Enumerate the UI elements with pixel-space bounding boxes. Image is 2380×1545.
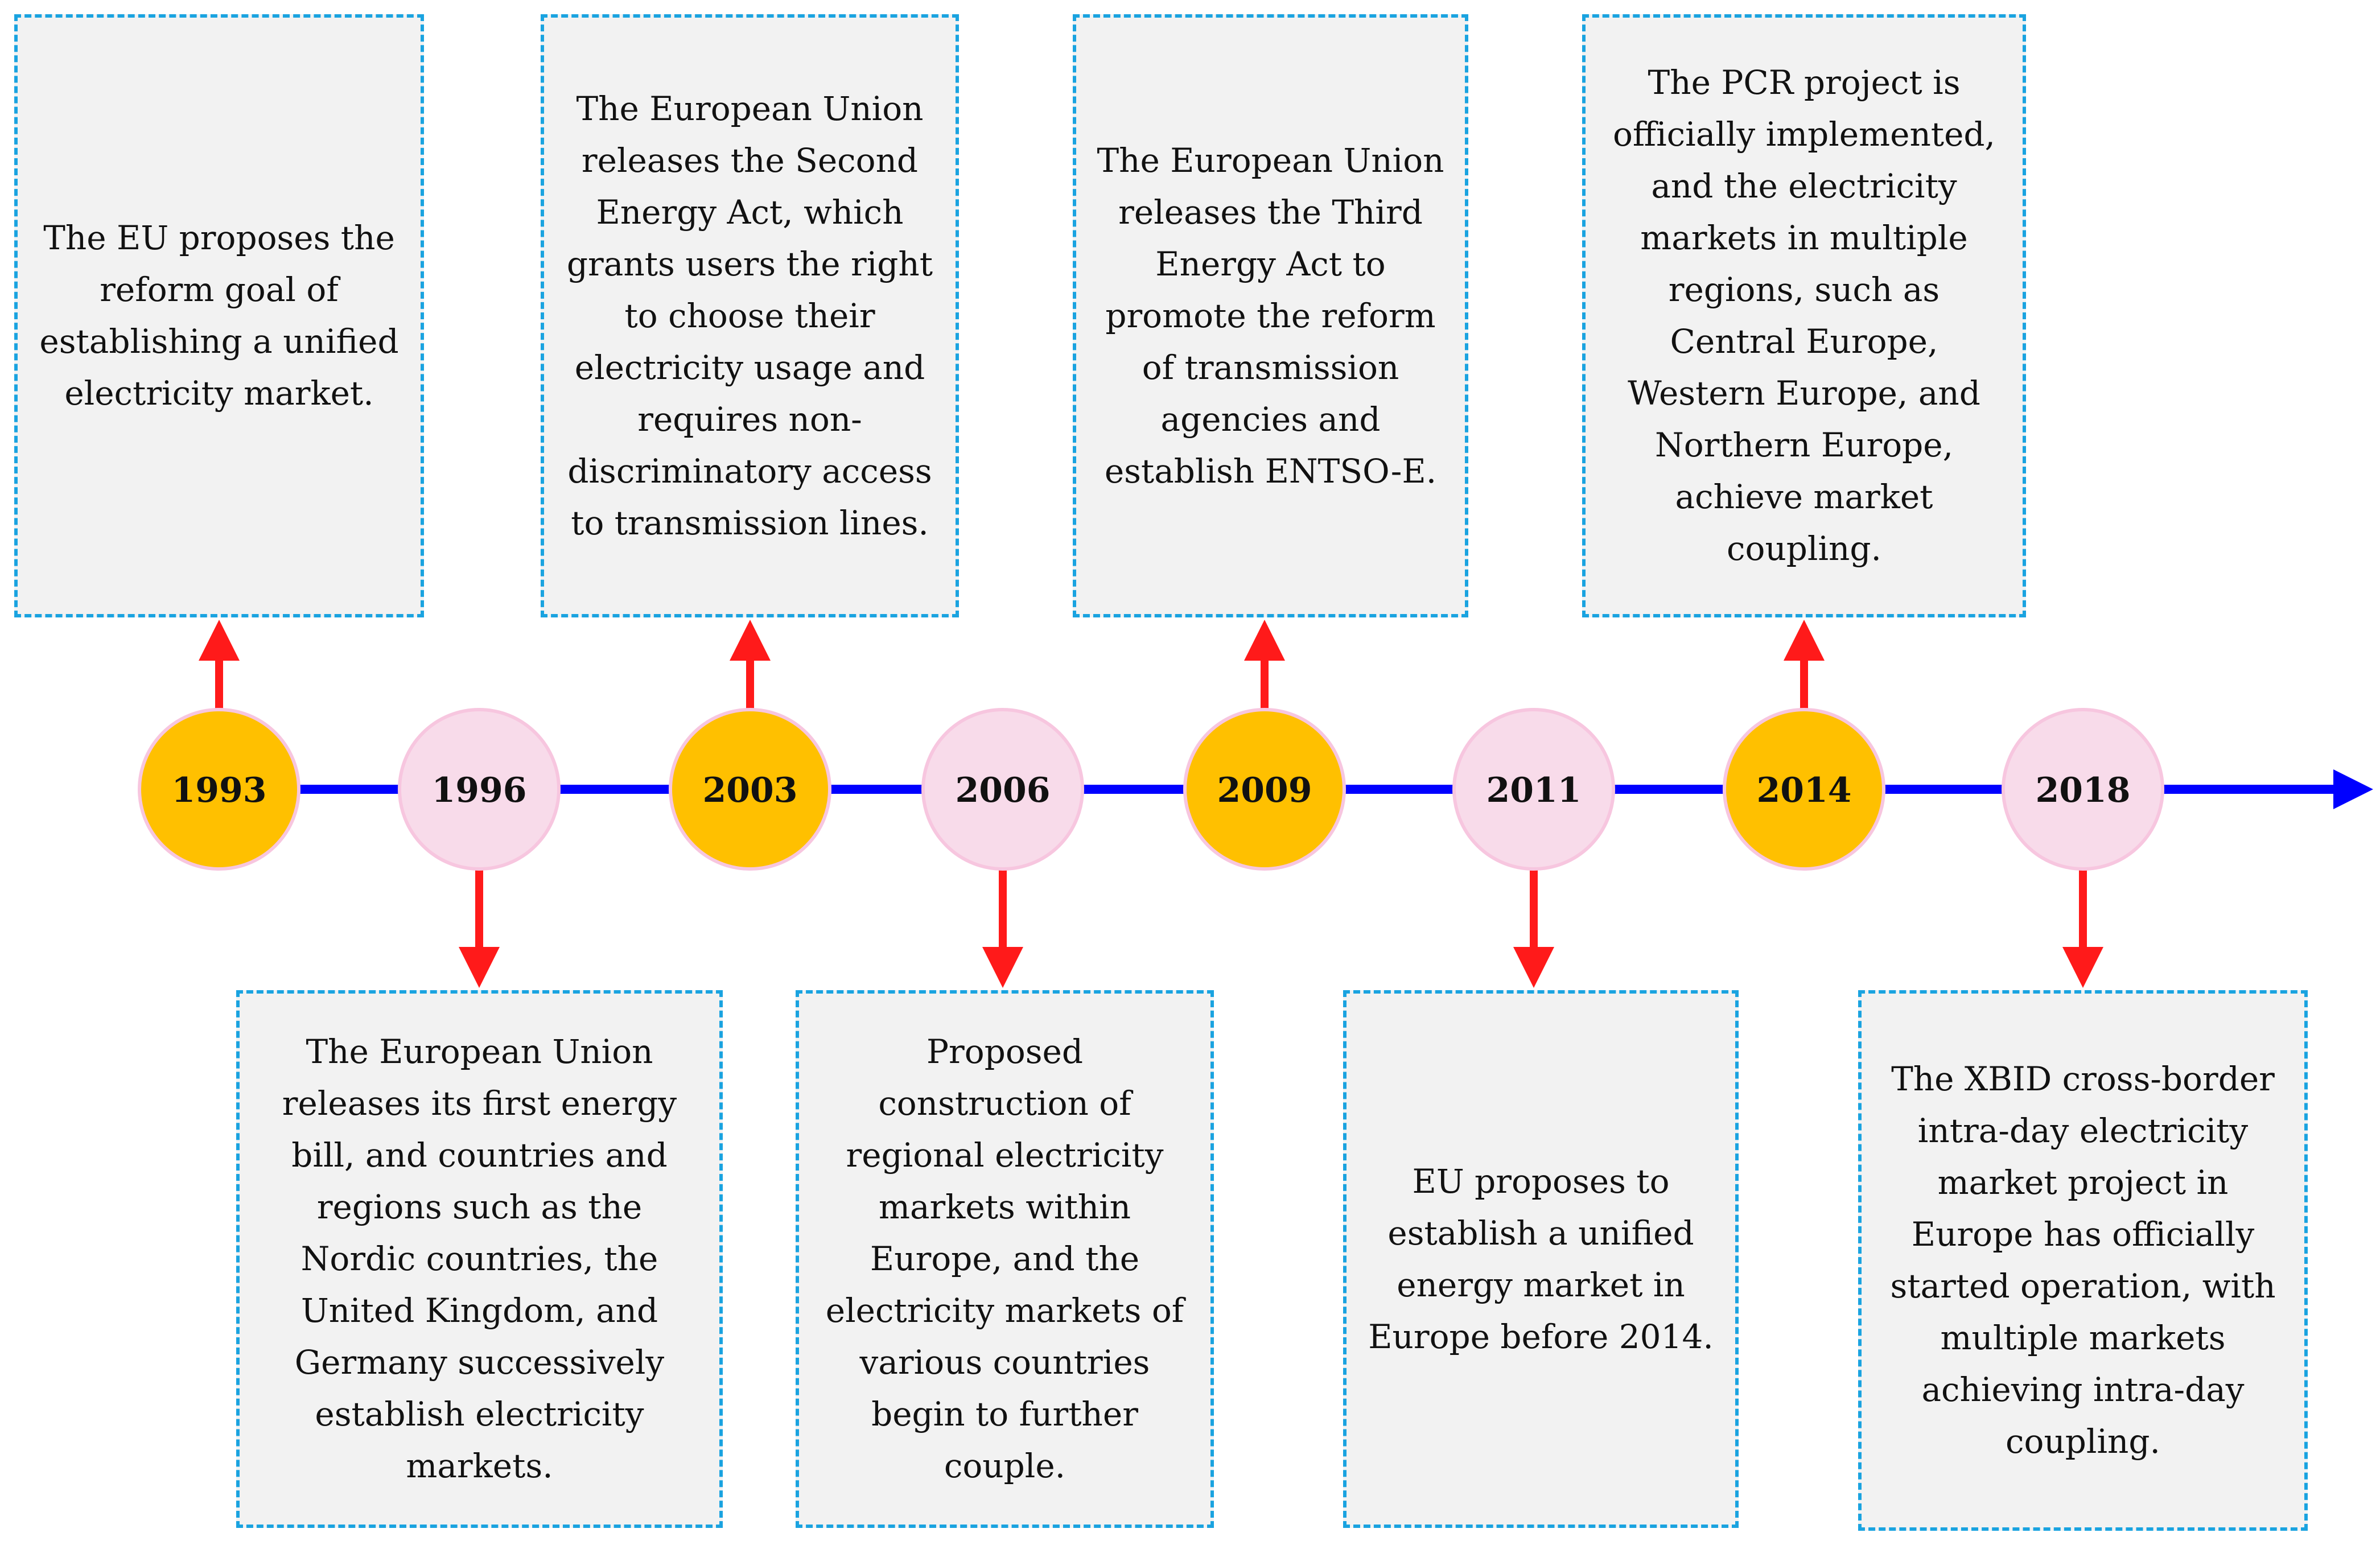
event-box-2011: EU proposes to establish a unified energ… [1343, 990, 1739, 1528]
year-node-2018 [2002, 708, 2164, 871]
event-description: Proposed construction of regional electr… [825, 1032, 1184, 1485]
connector-arrowhead-2014 [1784, 620, 1825, 661]
year-node-2014 [1723, 708, 1885, 871]
connector-arrowhead-1996 [459, 947, 500, 988]
event-box-1996: The European Union releases its first en… [236, 990, 723, 1528]
event-description: The European Union releases the Third En… [1097, 141, 1444, 491]
event-box-1993: The EU proposes the reform goal of estab… [14, 14, 424, 617]
event-box-2003: The European Union releases the Second E… [541, 14, 959, 617]
event-description: EU proposes to establish a unified energ… [1368, 1161, 1714, 1356]
year-label-2009: 2009 [1217, 771, 1312, 810]
year-node-2011 [1452, 708, 1615, 871]
year-node-2006 [921, 708, 1084, 871]
connector-arrowhead-2003 [730, 620, 771, 661]
event-description: The PCR project is officially implemente… [1612, 63, 1995, 568]
connector-arrowhead-2011 [1513, 947, 1554, 988]
year-node-2003 [669, 708, 831, 871]
year-node-1993 [138, 708, 300, 871]
year-label-2018: 2018 [2036, 771, 2131, 810]
connector-arrowhead-2018 [2062, 947, 2103, 988]
year-label-2014: 2014 [1757, 771, 1852, 810]
event-description: The European Union releases the Second E… [566, 89, 933, 542]
year-label-1993: 1993 [172, 771, 267, 810]
event-box-2018: The XBID cross-border intra-day electric… [1858, 990, 2308, 1531]
connector-arrowhead-1993 [199, 620, 240, 661]
year-label-2003: 2003 [703, 771, 798, 810]
event-box-2009: The European Union releases the Third En… [1073, 14, 1468, 617]
event-description: The EU proposes the reform goal of estab… [39, 219, 399, 413]
event-description: The European Union releases its first en… [282, 1032, 677, 1485]
year-node-2009 [1183, 708, 1346, 871]
event-description: The XBID cross-border intra-day electric… [1890, 1060, 2276, 1461]
event-box-2014: The PCR project is officially implemente… [1582, 14, 2026, 617]
year-label-1996: 1996 [432, 771, 527, 810]
connector-arrowhead-2006 [982, 947, 1023, 988]
timeline-axis-arrowhead [2333, 769, 2373, 809]
connector-arrowhead-2009 [1244, 620, 1285, 661]
year-label-2006: 2006 [956, 771, 1051, 810]
year-label-2011: 2011 [1487, 771, 1582, 810]
event-box-2006: Proposed construction of regional electr… [796, 990, 1214, 1528]
year-node-1996 [398, 708, 561, 871]
